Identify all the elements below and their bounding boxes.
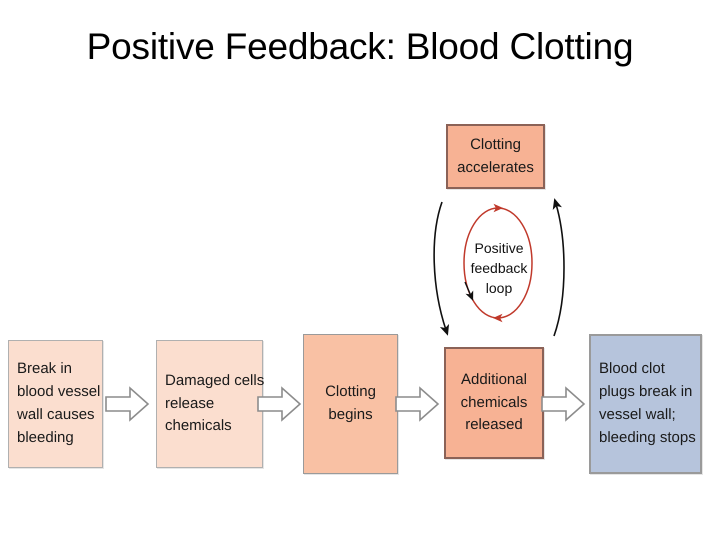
connector-arrow-3 — [394, 384, 440, 424]
box-line: bleeding — [17, 428, 74, 446]
box-line: plugs break in — [599, 383, 693, 401]
box-line: Blood clot — [599, 360, 665, 378]
box-line: released — [465, 416, 523, 434]
box-line: chemicals — [460, 393, 528, 411]
box-line: accelerates — [457, 158, 534, 176]
block-arrow-right-icon — [105, 386, 150, 422]
flow-box-damaged-cells-release-chemicals[interactable]: Damaged cells release chemicals — [156, 340, 265, 468]
block-arrow-right-icon — [541, 386, 586, 422]
box-line: wall causes — [17, 406, 95, 423]
box-line: begins — [328, 406, 373, 423]
box-line: Clotting — [470, 135, 521, 153]
box-line: Break in — [17, 360, 73, 378]
positive-feedback-loop-group: Positive feedback loop — [426, 196, 572, 342]
box-line: chemicals — [165, 417, 232, 435]
box-line: bleeding stops — [599, 428, 696, 446]
box-line: release — [165, 394, 215, 412]
box-line: Clotting — [325, 383, 376, 401]
feedback-loop-icon — [433, 198, 565, 337]
box-line: vessel wall; — [599, 406, 676, 423]
flow-box-blood-clot-plugs-break[interactable]: Blood clot plugs break in vessel wall; b… — [589, 334, 702, 474]
flow-box-break-in-blood-vessel[interactable]: Break in blood vessel wall causes bleedi… — [8, 340, 103, 468]
connector-arrow-4 — [540, 384, 586, 424]
box-line: Damaged cells — [165, 371, 265, 389]
flow-box-clotting-begins[interactable]: Clotting begins — [303, 334, 398, 474]
flow-box-clotting-accelerates[interactable]: Clotting accelerates — [446, 124, 545, 189]
page-title: Positive Feedback: Blood Clotting — [86, 26, 634, 67]
block-arrow-right-icon — [395, 386, 440, 422]
connector-arrow-2 — [256, 384, 302, 424]
block-arrow-right-icon — [257, 386, 302, 422]
connector-arrow-1 — [104, 384, 150, 424]
flow-box-additional-chemicals-released[interactable]: Additional chemicals released — [444, 347, 544, 459]
box-line: Additional — [461, 370, 527, 388]
box-line: blood vessel — [17, 383, 101, 401]
